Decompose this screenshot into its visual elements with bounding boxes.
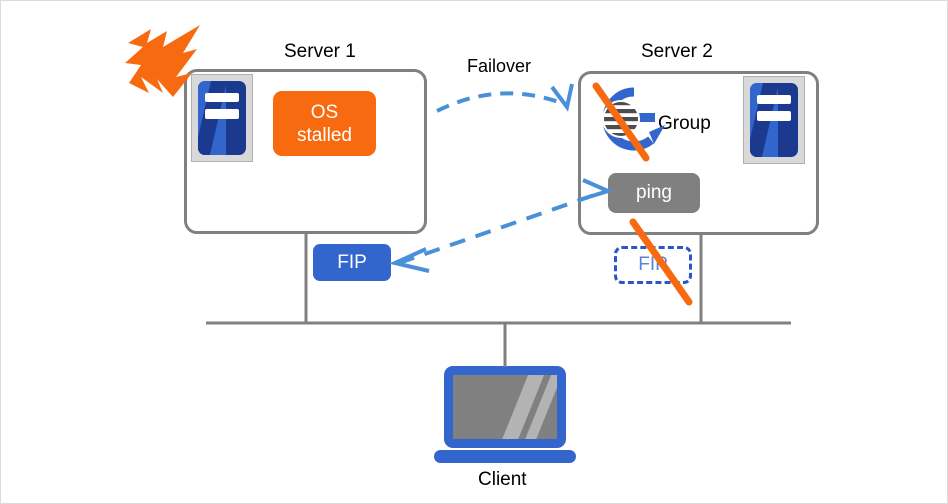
- server-tower-icon: [191, 74, 253, 162]
- network-bus: [206, 234, 791, 367]
- server2-title: Server 2: [641, 41, 713, 62]
- client-screen: [453, 375, 557, 439]
- server-tower-icon-2: [743, 76, 805, 164]
- client-base: [434, 450, 576, 463]
- server-tower-body: [198, 81, 246, 155]
- server-tower-bar-3: [756, 94, 792, 105]
- server1-title: Server 1: [284, 41, 356, 62]
- fip-inactive-box: FIP: [614, 246, 692, 284]
- failover-arrow-icon: [436, 83, 574, 113]
- os-stalled-box: OS stalled: [273, 91, 376, 156]
- client-monitor-icon: [444, 366, 566, 448]
- server-tower-bar-1: [204, 92, 240, 103]
- os-stalled-line2: stalled: [297, 124, 352, 146]
- group-label: Group: [658, 113, 711, 134]
- fip-active-box: FIP: [313, 244, 391, 281]
- server-tower-bar-2: [204, 109, 240, 119]
- os-stalled-line1: OS: [310, 101, 339, 123]
- ping-box: ping: [608, 173, 700, 213]
- server-tower-body-2: [750, 83, 798, 157]
- client-label: Client: [478, 469, 527, 490]
- failover-label: Failover: [467, 56, 532, 76]
- server-tower-bar-4: [756, 111, 792, 121]
